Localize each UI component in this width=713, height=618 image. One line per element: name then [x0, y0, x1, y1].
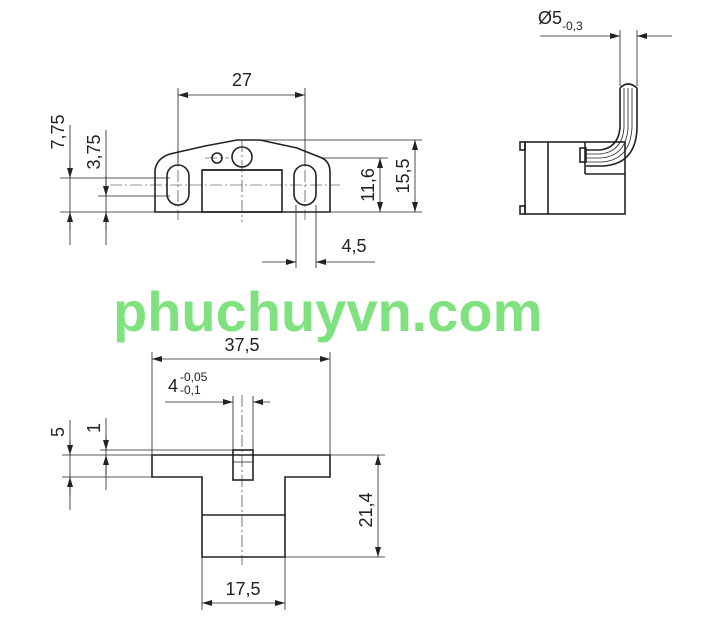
side-view: Ø5-0,3: [519, 8, 672, 215]
cable: [586, 83, 638, 167]
dim-pin-tol-lower: -0,1: [180, 383, 201, 397]
dim-step-1: 1: [84, 423, 104, 433]
front-view: 27 11,6 15,5 7,75 3,75 4,5: [48, 70, 422, 268]
dim-height-21-4: 21,4: [356, 492, 376, 527]
dim-cable-diameter: Ø5-0,3: [538, 8, 583, 33]
dim-3-75: 3,75: [84, 134, 104, 169]
side-view-body: [524, 141, 626, 215]
dim-flange-5: 5: [48, 427, 68, 437]
dim-7-75: 7,75: [48, 114, 68, 149]
dim-pin-tol-upper: -0,05: [180, 370, 208, 384]
dim-total-height-15-5: 15,5: [393, 158, 413, 193]
pin: [232, 449, 254, 481]
dim-base-width-17-5: 17,5: [225, 579, 260, 599]
dim-width-27: 27: [232, 70, 252, 90]
dim-slot-4-5: 4,5: [341, 236, 366, 256]
bottom-view: 37,5 4 -0,05 -0,1 5 1 21,4 17,5: [48, 335, 385, 610]
dim-pin-width: 4: [168, 376, 178, 396]
bottom-view-flange: [151, 454, 331, 558]
front-view-outline: [154, 139, 331, 213]
dim-height-11-6: 11,6: [358, 168, 378, 202]
dim-total-width-37-5: 37,5: [224, 335, 259, 355]
watermark: phuchuyvn.com: [113, 280, 542, 343]
